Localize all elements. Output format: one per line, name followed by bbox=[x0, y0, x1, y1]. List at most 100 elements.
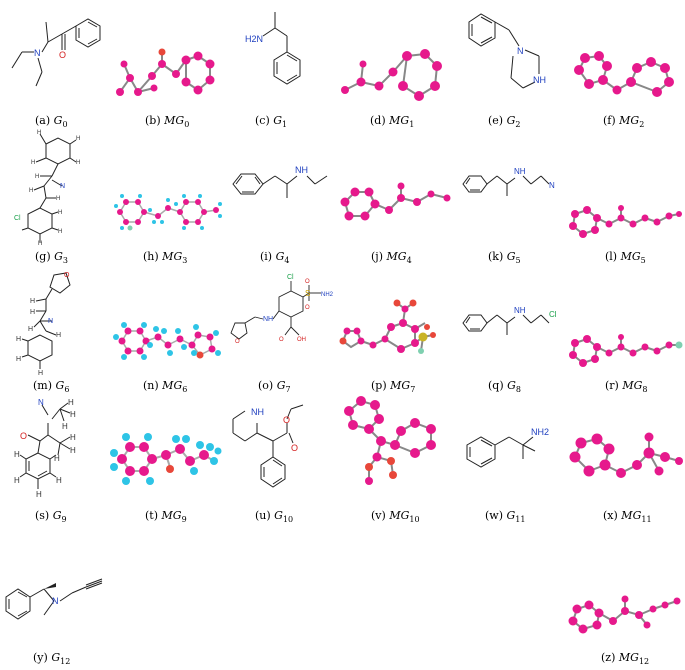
oxygen-label: O bbox=[305, 305, 310, 311]
molecule-ball-stick-model bbox=[116, 48, 215, 96]
panel-b: (b) MG0 bbox=[110, 0, 225, 130]
nh-label: NH bbox=[251, 407, 264, 417]
nh-label: NH bbox=[263, 316, 273, 323]
hydrogen-label: H bbox=[35, 174, 39, 180]
chlorine-label: Cl bbox=[549, 310, 557, 319]
hydrogen-label: H bbox=[58, 210, 62, 216]
panel-q: NH Cl (q) G8 bbox=[455, 265, 565, 395]
molecule-skeletal-structure: NH N bbox=[462, 167, 555, 196]
hydrogen-label: H bbox=[16, 356, 21, 363]
hydrogen-label: H bbox=[56, 196, 60, 202]
amine-label: NH2 bbox=[321, 292, 334, 298]
molecule-ball-stick-model bbox=[569, 334, 683, 367]
nitrogen-label: N bbox=[48, 318, 53, 325]
hydrogen-label: H bbox=[14, 476, 20, 485]
panel-caption: (t) MG9 bbox=[145, 509, 187, 525]
hydrogen-label: H bbox=[31, 160, 35, 166]
panel-i: NH (i) G4 bbox=[225, 130, 335, 265]
nitrogen-label: N bbox=[34, 48, 41, 58]
molecule-ball-stick-model bbox=[568, 595, 681, 634]
panel-caption: (w) G11 bbox=[485, 509, 526, 525]
molecule-skeletal-structure: N O bbox=[11, 18, 101, 87]
amine-label: H2N bbox=[245, 34, 263, 44]
oxygen-label: O bbox=[279, 337, 284, 343]
molecule-ball-stick-model bbox=[569, 432, 683, 478]
molecule-ball-stick-model bbox=[569, 205, 682, 238]
hydrogen-label: H bbox=[54, 454, 60, 463]
oxygen-label: O bbox=[291, 443, 298, 453]
hydrogen-label: H bbox=[37, 130, 41, 136]
hydrogen-label: H bbox=[38, 241, 42, 247]
hydrogen-label: H bbox=[36, 490, 42, 499]
oxygen-label: O bbox=[283, 415, 290, 425]
molecule-skeletal-structure: NH bbox=[232, 165, 328, 198]
panel-caption: (f) MG2 bbox=[603, 114, 645, 130]
molecule-ball-stick-model bbox=[114, 194, 222, 231]
molecule-skeletal-structure: HHH HHH HHH H N O bbox=[14, 398, 76, 499]
panel-caption: (s) G9 bbox=[35, 509, 67, 525]
panel-r: (r) MG8 bbox=[565, 265, 685, 395]
hydrogen-label: H bbox=[76, 136, 80, 142]
nh-label: NH bbox=[514, 306, 526, 315]
panel-caption: (x) MG11 bbox=[603, 509, 652, 525]
chlorine-label: Cl bbox=[287, 274, 294, 281]
chlorine-label: Cl bbox=[14, 215, 21, 222]
hydroxyl-label: OH bbox=[297, 337, 306, 343]
molecule-skeletal-structure: NH Cl bbox=[462, 306, 557, 335]
panel-caption: (y) G12 bbox=[33, 651, 71, 667]
oxygen-label: O bbox=[64, 272, 70, 279]
panel-t: (t) MG9 bbox=[110, 395, 225, 525]
panel-a: N O (a) G0 bbox=[0, 0, 110, 130]
panel-v: (v) MG10 bbox=[335, 395, 455, 525]
panel-u: NH O O (u) G10 bbox=[225, 395, 335, 525]
hydrogen-label: H bbox=[30, 298, 35, 305]
panel-caption: (a) G0 bbox=[35, 114, 68, 130]
panel-w: NH2 (w) G11 bbox=[455, 395, 565, 525]
hydrogen-label: H bbox=[70, 446, 76, 455]
panel-caption: (q) G8 bbox=[488, 379, 522, 395]
molecule-skeletal-structure: NH2 bbox=[466, 427, 549, 468]
oxygen-label: O bbox=[20, 431, 27, 441]
oxygen-label: O bbox=[59, 50, 66, 60]
nitrogen-label: N bbox=[38, 398, 44, 407]
hydrogen-label: H bbox=[16, 336, 21, 343]
hydrogen-label: H bbox=[58, 229, 62, 235]
panel-caption: (e) G2 bbox=[488, 114, 521, 130]
panel-caption: (p) MG7 bbox=[371, 379, 416, 395]
nitrogen-label: N bbox=[517, 46, 524, 56]
hydrogen-label: H bbox=[29, 188, 33, 194]
hydrogen-label: H bbox=[70, 433, 76, 442]
nh-label: NH bbox=[514, 167, 526, 176]
hydrogen-label: H bbox=[56, 476, 62, 485]
molecule-ball-stick-model bbox=[574, 51, 674, 97]
panel-caption: (m) G6 bbox=[33, 379, 70, 395]
panel-y: N (y) G12 bbox=[0, 525, 115, 670]
panel-caption: (o) G7 bbox=[258, 379, 291, 395]
molecule-skeletal-structure: HH HH HH H N O bbox=[16, 272, 71, 377]
nh-label: NH bbox=[533, 75, 546, 85]
panel-c: H2N (c) G1 bbox=[225, 0, 335, 130]
molecule-ball-stick-model bbox=[341, 49, 442, 101]
molecule-skeletal-structure: NH O O bbox=[232, 404, 304, 488]
nitrile-label: N bbox=[549, 181, 555, 190]
nitrogen-label: N bbox=[52, 596, 59, 606]
panel-caption: (l) MG5 bbox=[605, 250, 646, 266]
panel-caption: (c) G1 bbox=[255, 114, 288, 130]
hydrogen-label: H bbox=[56, 332, 61, 339]
nitrogen-label: N bbox=[60, 183, 65, 190]
panel-caption: (n) MG6 bbox=[143, 379, 188, 395]
panel-caption: (u) G10 bbox=[255, 509, 294, 525]
hydrogen-label: H bbox=[14, 450, 20, 459]
panel-l: (l) MG5 bbox=[565, 130, 685, 265]
panel-caption: (d) MG1 bbox=[370, 114, 415, 130]
panel-o: NH O Cl S O O NH2 O OH (o) G7 bbox=[225, 265, 335, 395]
panel-z: (z) MG12 bbox=[565, 525, 685, 670]
panel-e: N NH (e) G2 bbox=[455, 0, 565, 130]
nh-label: NH bbox=[295, 165, 308, 175]
panel-caption: (g) G3 bbox=[35, 250, 69, 266]
hydrogen-label: H bbox=[68, 398, 74, 407]
oxygen-label: O bbox=[305, 279, 310, 285]
panel-caption: (r) MG8 bbox=[605, 379, 648, 395]
